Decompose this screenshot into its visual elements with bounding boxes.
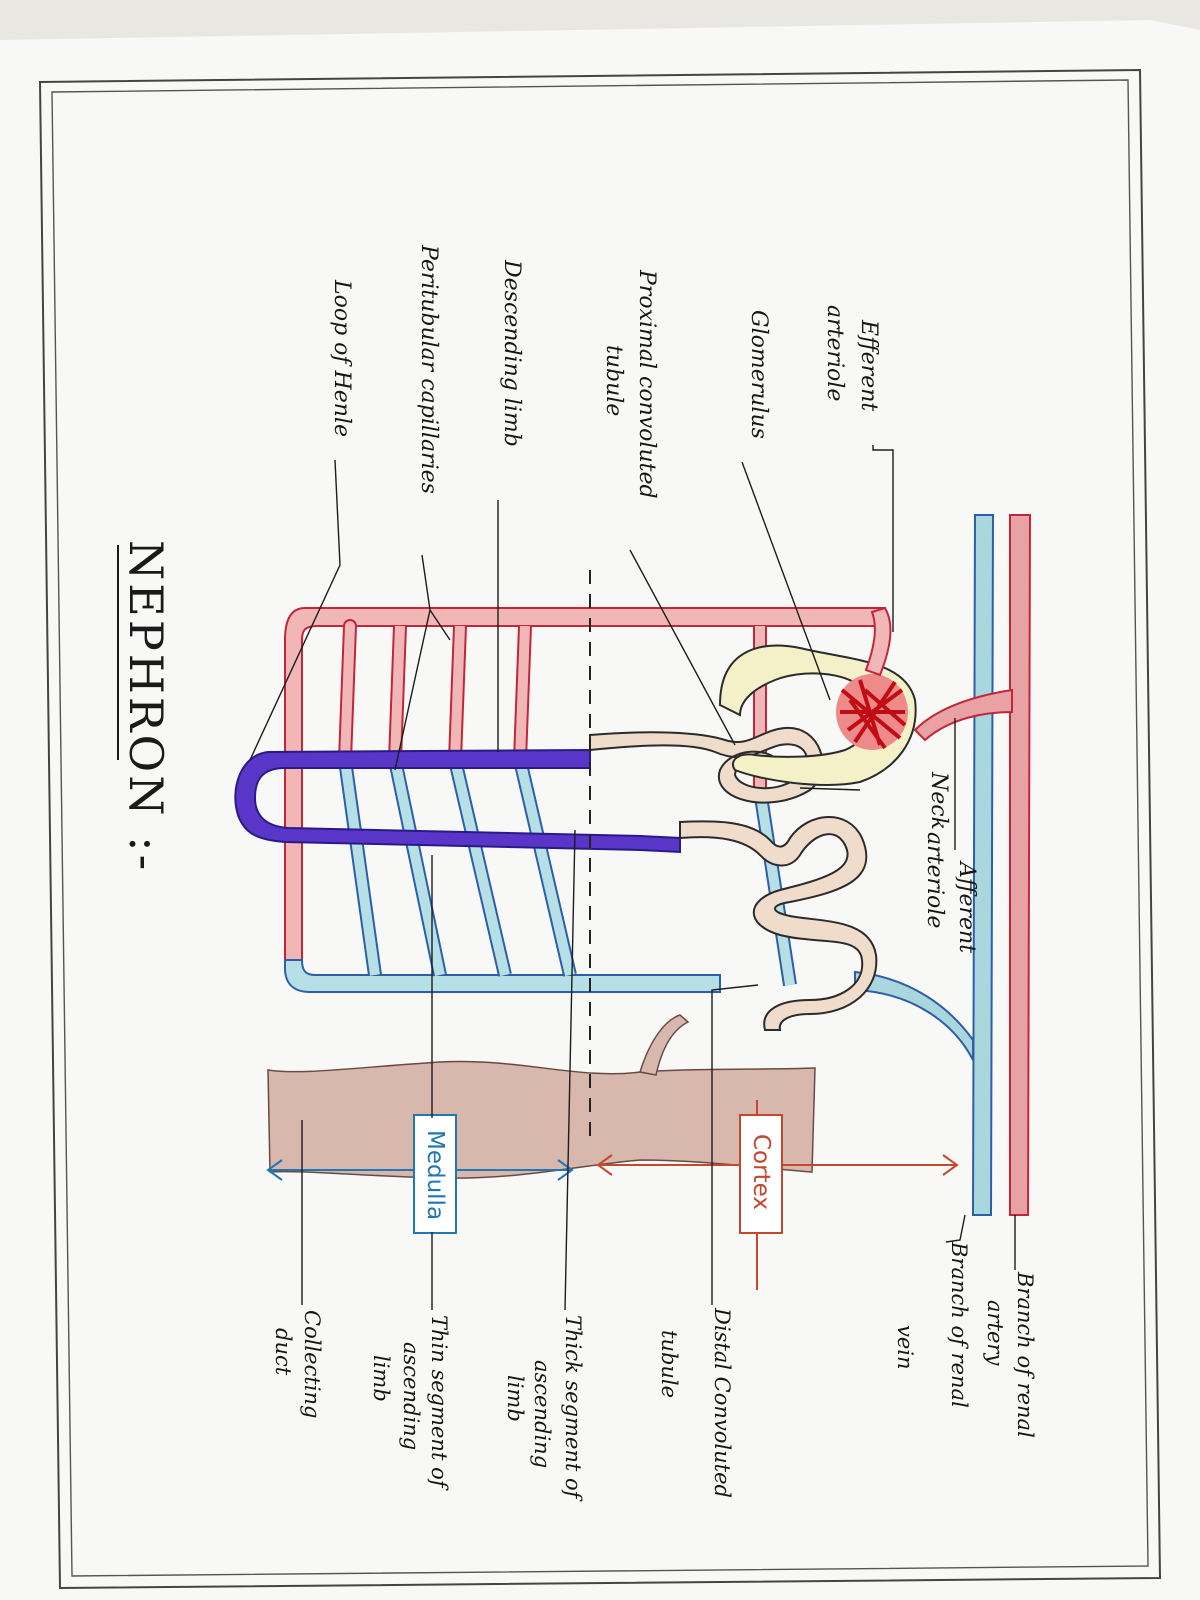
cortex-zone: Cortex xyxy=(596,1100,959,1290)
peritubular-pointer xyxy=(394,554,451,771)
thin-label-1: Thin segment of xyxy=(427,1315,451,1491)
thin-label-3: limb xyxy=(369,1355,393,1402)
paper-sheet xyxy=(0,20,1200,1600)
pct-label-1: Proximal convoluted xyxy=(634,269,659,499)
renal-artery-label-1: Branch of renal xyxy=(1013,1271,1037,1438)
peritubular-capillaries xyxy=(338,619,797,987)
dct-pointer xyxy=(711,984,759,1305)
efferent-label-1: Efferent xyxy=(856,319,881,411)
medulla-label: Medulla xyxy=(422,1130,448,1220)
neck-pointer xyxy=(799,787,861,791)
afferent-label-2: arteriole xyxy=(922,832,947,928)
label-dct: Distal Convoluted tubule xyxy=(657,1307,734,1498)
label-thick-segment: Thick segment of ascending limb xyxy=(503,1315,585,1502)
afferent-arteriole xyxy=(913,688,1013,742)
venous-return-trunk xyxy=(284,959,721,993)
label-branch-renal-artery: Branch of renal artery xyxy=(983,1271,1037,1438)
renal-vein-branch xyxy=(971,514,995,1216)
inner-border xyxy=(51,79,1149,1577)
dct-label-1: Distal Convoluted xyxy=(710,1307,734,1498)
glomerular-capillaries xyxy=(840,679,907,750)
loop-of-henle xyxy=(234,748,681,854)
label-glomerulus: Glomerulus xyxy=(746,310,771,439)
label-peritubular-capillaries: Peritubular capillaries xyxy=(416,244,441,494)
thin-label-2: ascending xyxy=(399,1342,423,1450)
cortex-label: Cortex xyxy=(748,1134,774,1210)
collecting-duct-branch xyxy=(639,1014,690,1076)
glomerulus-pointer xyxy=(741,461,831,701)
label-collecting-duct: Collecting duct xyxy=(271,1310,324,1418)
renal-vein-label-2: vein xyxy=(893,1325,917,1370)
collecting-label-2: duct xyxy=(271,1328,295,1376)
label-afferent-arteriole: Afferent arteriole xyxy=(922,832,979,953)
renal-vein-label-1: Branch of renal xyxy=(947,1241,971,1408)
capillary-4 xyxy=(513,625,577,977)
pct-label-2: tubule xyxy=(601,345,626,416)
efferent-pointer xyxy=(872,445,894,632)
thick-label-1: Thick segment of xyxy=(561,1315,585,1502)
capillary-1 xyxy=(338,619,382,976)
efferent-arteriole xyxy=(864,606,892,677)
thick-segment-pointer xyxy=(564,829,576,1311)
collecting-duct xyxy=(267,1060,816,1179)
capillary-3 xyxy=(448,625,512,977)
label-loop-of-henle: Loop of Henle xyxy=(329,279,354,437)
medulla-box xyxy=(413,1114,457,1234)
afferent-label-1: Afferent xyxy=(954,860,979,953)
collecting-label-1: Collecting xyxy=(300,1310,324,1418)
label-thin-segment: Thin segment of ascending limb xyxy=(369,1315,451,1491)
efferent-label-2: arteriole xyxy=(822,305,847,401)
pct-pointer xyxy=(629,549,736,746)
cortex-box xyxy=(739,1114,783,1234)
renal-artery-label-2: artery xyxy=(983,1300,1007,1366)
label-neck: Neck xyxy=(926,771,951,830)
medulla-zone: Medulla xyxy=(266,1114,574,1234)
distal-convoluted-tubule xyxy=(679,816,878,1031)
outer-border xyxy=(38,68,1162,1590)
renal-artery-branch xyxy=(1009,514,1032,1216)
renal-vein-pointer xyxy=(945,1214,966,1243)
label-branch-renal-vein: Branch of renal vein xyxy=(893,1241,971,1408)
venous-connection xyxy=(854,970,974,1061)
label-efferent-arteriole: Efferent arteriole xyxy=(822,305,881,411)
label-descending-limb: Descending limb xyxy=(499,259,524,447)
diagram-title: NEPHRON :- xyxy=(119,540,173,873)
glomerulus xyxy=(836,674,908,750)
label-pct: Proximal convoluted tubule xyxy=(601,269,659,499)
thick-label-3: limb xyxy=(503,1375,527,1422)
dct-label-2: tubule xyxy=(657,1330,681,1398)
loop-of-henle-pointer xyxy=(249,459,341,761)
thick-label-2: ascending xyxy=(530,1360,554,1468)
